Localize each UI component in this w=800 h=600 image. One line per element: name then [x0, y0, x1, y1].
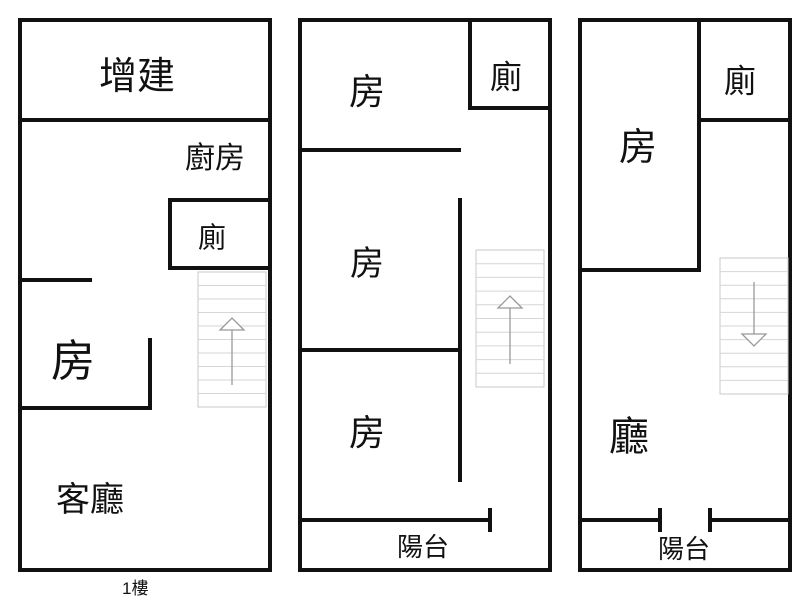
floor-2-toilet-wall: [468, 20, 550, 110]
floor-1-staircase: [197, 271, 267, 408]
floor-1-living-room-label: 客廳: [56, 480, 124, 520]
floor-3-toilet-label: 廁: [724, 62, 756, 100]
floor-2-bedroom-mid-label: 房: [350, 244, 384, 284]
floor-1-kitchen-label: 廚房: [185, 141, 245, 176]
floor-3-staircase: [719, 257, 789, 395]
floor-3-bedroom-label: 房: [619, 125, 657, 169]
floor-3-outline: [578, 18, 792, 572]
floor-1-toilet-label: 廁: [198, 221, 226, 254]
floor-3-hall-label: 廳: [609, 414, 649, 460]
floor-2-staircase: [475, 249, 545, 388]
floor-1-bedroom-wall-bottom: [20, 338, 152, 410]
floor-1-outline: [18, 18, 272, 572]
floor-1-toilet-wall-top: [168, 198, 270, 268]
floor-2-balcony-label: 陽台: [397, 533, 449, 563]
floor-3-bedroom-wall: [580, 20, 701, 272]
floor-2-bedroom-top-label: 房: [349, 72, 385, 113]
floor-3-plan: 房 廁 廳 陽台: [578, 18, 792, 572]
floor-1-plan: 增建 廚房 廁 房 客廳: [18, 18, 272, 572]
floor-2-outline: [298, 18, 552, 572]
floor-1-caption: 1樓: [122, 579, 149, 598]
floor-3-balcony-label: 陽台: [658, 535, 710, 565]
floor-2-toilet-label: 廁: [490, 58, 522, 96]
floor-1-annex-label: 增建: [99, 54, 175, 98]
floor-2-plan: 房 廁 房 房 陽台: [298, 18, 552, 572]
floor-3-stair-down-arrow-icon: [740, 333, 768, 347]
floor-1-bedroom-label: 房: [51, 336, 95, 387]
floor-2-bedroom-bottom-label: 房: [349, 413, 385, 454]
